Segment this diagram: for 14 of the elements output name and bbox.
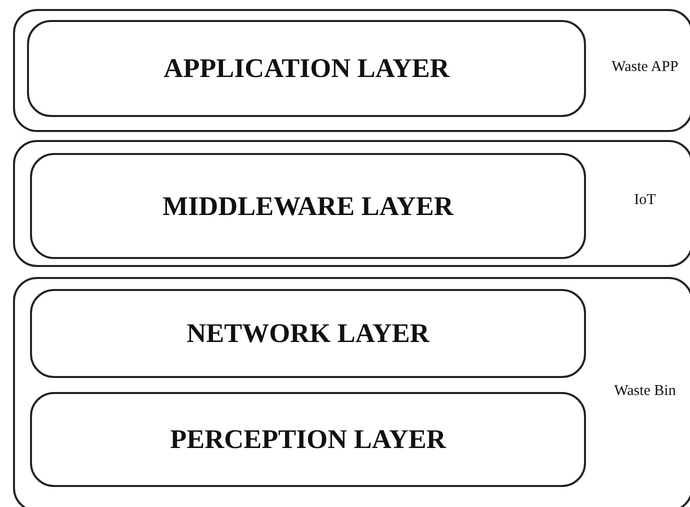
layer-title: NETWORK LAYER — [186, 318, 430, 349]
layer-box — [30, 392, 586, 487]
layer-group-box — [13, 9, 690, 132]
side-label: Waste Bin — [613, 382, 677, 401]
side-label: Waste APP — [610, 58, 680, 77]
layer-title: APPLICATION LAYER — [164, 53, 450, 84]
layer-box — [30, 289, 586, 378]
layer-box — [27, 20, 586, 117]
layer-group-box — [13, 277, 690, 507]
layer-group-box — [13, 140, 690, 267]
side-label: IoT — [633, 191, 657, 210]
layer-box — [30, 153, 586, 259]
layer-title: PERCEPTION LAYER — [170, 424, 446, 455]
layer-title: MIDDLEWARE LAYER — [162, 190, 454, 222]
